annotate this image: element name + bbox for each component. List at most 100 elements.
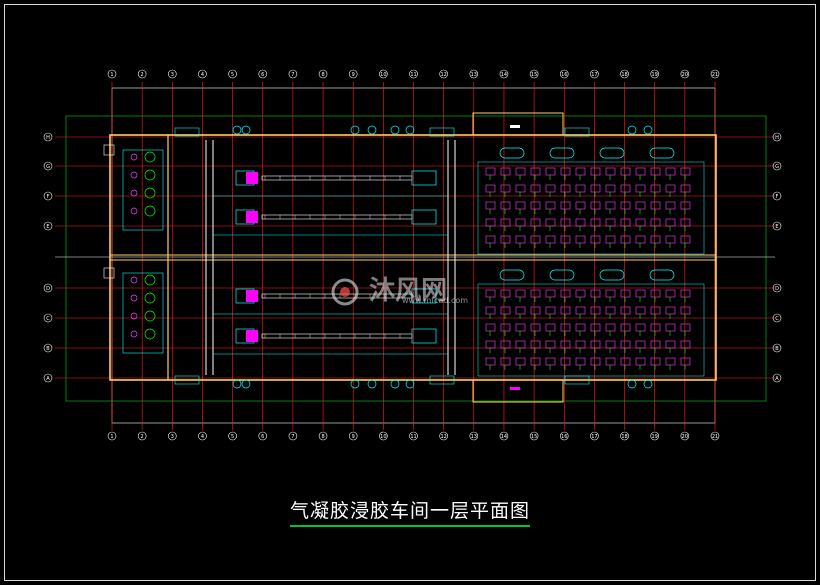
tank-cell — [515, 357, 526, 366]
axis-label-top-12: 12 — [440, 72, 446, 78]
watermark-text: 沐风网 — [369, 276, 448, 306]
tank-cell — [545, 340, 556, 349]
tank-cell — [605, 184, 616, 193]
tank-zone-outline-1 — [477, 283, 705, 377]
building-structure — [109, 112, 717, 403]
axis-bubble-bottom-1 — [107, 431, 117, 441]
process-line-conveyor-3 — [261, 333, 413, 339]
axis-label-top-20: 20 — [682, 72, 688, 78]
tank-cell — [515, 184, 526, 193]
axis-label-bottom-2: 2 — [141, 434, 144, 440]
tank-cell — [650, 289, 661, 298]
axis-bubble-bottom-18 — [620, 431, 629, 441]
tank-cell — [560, 323, 571, 332]
valve-circle — [130, 171, 138, 179]
axis-bubble-left-A — [43, 373, 53, 383]
axis-bubble-top-16 — [559, 69, 569, 79]
axis-bubble-top-10 — [379, 69, 388, 79]
stair-bottom — [472, 379, 564, 403]
tank-cell — [680, 289, 691, 298]
axis-label-bottom-17: 17 — [591, 434, 597, 440]
axis-label-top-9: 9 — [352, 72, 355, 78]
axis-label-top-21: 21 — [712, 72, 718, 78]
tank-cell — [680, 167, 691, 176]
tank-cell — [650, 201, 661, 210]
tank-cell — [560, 184, 571, 193]
door-1 — [564, 127, 590, 137]
tank-cell — [575, 218, 586, 227]
bottom-wall-fan-2 — [350, 379, 360, 389]
tank-cell — [605, 235, 616, 244]
tank-cell — [605, 167, 616, 176]
tank-cell — [500, 235, 511, 244]
axis-label-bottom-9: 9 — [352, 434, 355, 440]
tank-cell — [485, 289, 496, 298]
tank-cell — [635, 357, 646, 366]
axis-bubble-top-4 — [198, 69, 207, 79]
axis-bubble-right-G — [772, 161, 782, 171]
dimension-frame-side — [65, 115, 767, 402]
door-0 — [174, 127, 200, 137]
watermark-url: www.mfcad.com — [402, 296, 469, 305]
tank-cell — [545, 289, 556, 298]
tank-zone-outline-0 — [477, 161, 705, 255]
tank-cell — [560, 306, 571, 315]
axis-bubble-top-18 — [620, 69, 629, 79]
axis-bubble-top-12 — [439, 69, 448, 79]
tank-cell — [515, 167, 526, 176]
tank-cell — [635, 306, 646, 315]
tank-cell — [530, 323, 541, 332]
axis-label-top-4: 4 — [201, 72, 204, 78]
axis-bubble-bottom-5 — [228, 431, 237, 441]
axis-label-right-A: A — [775, 376, 779, 382]
axis-label-right-G: G — [775, 164, 779, 170]
bottom-wall-fan-7 — [643, 379, 653, 389]
axis-bubble-bottom-14 — [499, 431, 509, 441]
tank-cell — [620, 218, 631, 227]
tank-cell — [485, 235, 496, 244]
top-wall-fan-7 — [643, 125, 653, 135]
axis-bubble-top-15 — [529, 69, 539, 79]
drawing-title: 气凝胶浸胶车间一层平面图 — [0, 496, 820, 527]
tank-cell — [485, 357, 496, 366]
axis-label-top-10: 10 — [380, 72, 386, 78]
bottom-wall-fan-5 — [405, 379, 415, 389]
tank-cell — [485, 184, 496, 193]
tank-cell — [635, 201, 646, 210]
pump-circle — [144, 310, 156, 322]
process-line-conveyor-0 — [261, 175, 413, 181]
left-room-equipment-1 — [122, 272, 164, 354]
axis-label-bottom-3: 3 — [171, 434, 174, 440]
tank-cell — [485, 340, 496, 349]
tank-cell — [605, 306, 616, 315]
axis-label-right-C: C — [775, 316, 779, 322]
tank-cell — [500, 201, 511, 210]
tank-cell — [515, 306, 526, 315]
tank-cell — [665, 184, 676, 193]
axis-label-bottom-1: 1 — [110, 434, 113, 440]
axis-label-top-18: 18 — [621, 72, 627, 78]
process-line-end-1 — [411, 209, 437, 225]
tank-cell — [590, 184, 601, 193]
axis-bubble-top-14 — [499, 69, 509, 79]
pump-circle — [144, 151, 156, 163]
tank-cell — [515, 289, 526, 298]
tank-cell — [635, 167, 646, 176]
tank-cell — [680, 201, 691, 210]
axis-bubble-right-E — [772, 221, 782, 231]
process-line-highlight-0 — [246, 172, 258, 184]
tank-cell — [620, 357, 631, 366]
axis-label-left-F: F — [47, 194, 50, 200]
tank-cell — [590, 235, 601, 244]
axis-label-right-F: F — [776, 194, 779, 200]
axis-label-right-H: H — [775, 135, 779, 141]
stair-top-mark — [510, 125, 520, 128]
axis-bubble-bottom-15 — [529, 431, 539, 441]
process-line-end-3 — [411, 328, 437, 344]
watermark: 沐风网 www.mfcad.com — [330, 270, 468, 307]
tank-cell — [485, 167, 496, 176]
tank-cell — [680, 357, 691, 366]
tank-cell — [530, 235, 541, 244]
process-line-highlight-1 — [246, 211, 258, 223]
tank-cell — [665, 306, 676, 315]
